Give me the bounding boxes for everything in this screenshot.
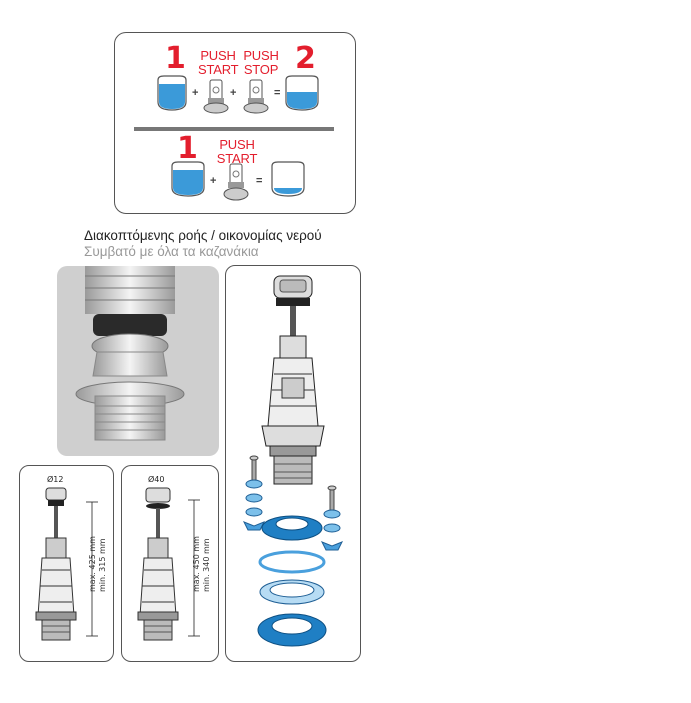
height-dimension-line	[86, 501, 98, 637]
actuator-rod	[290, 306, 296, 346]
exploded-parts-drawing	[242, 275, 344, 647]
full-tank-icon	[157, 75, 187, 111]
equals-operator: =	[274, 87, 280, 99]
mounting-screw-right	[320, 485, 344, 551]
empty-tank-icon	[271, 161, 305, 197]
equals-operator: =	[256, 175, 262, 187]
valve-body	[261, 335, 325, 485]
mounting-screw-left	[242, 455, 266, 531]
valve-drawing-large	[137, 487, 179, 641]
half-tank-icon	[285, 75, 319, 111]
section-divider	[134, 127, 334, 131]
lock-nut	[259, 579, 325, 605]
blue-gasket-top	[261, 515, 323, 541]
min-height-label: min. 315 mm	[98, 538, 107, 592]
compatibility-caption: Συμβατό με όλα τα καζανάκια	[84, 244, 259, 259]
push-button-cap	[273, 275, 313, 306]
feature-caption: Διακοπτόμενης ροής / οικονομίας νερού	[84, 228, 322, 243]
valve-drawing-small	[35, 487, 77, 641]
plus-operator: +	[230, 87, 236, 99]
max-height-label: max. 450 mm	[192, 536, 201, 592]
plus-operator: +	[210, 175, 216, 187]
max-height-label: max. 425 mm	[88, 536, 97, 592]
step-number-one: 1	[177, 131, 198, 166]
step-number-one: 1	[165, 41, 186, 76]
step-number-two: 2	[295, 41, 316, 76]
row1-flush-diagram: + + =	[157, 75, 319, 114]
height-dimension-line	[188, 499, 200, 637]
row2-flush-diagram: + =	[171, 161, 305, 201]
valve-detail-photo	[57, 266, 219, 456]
push-button-icon	[203, 79, 229, 114]
min-height-label: min. 340 mm	[202, 538, 211, 592]
push-button-icon	[243, 79, 269, 114]
full-tank-icon	[171, 161, 205, 197]
plus-operator: +	[192, 87, 198, 99]
blue-gasket-bottom	[257, 613, 327, 647]
push-button-icon	[223, 163, 249, 201]
diameter-label: Ø40	[148, 475, 165, 484]
seal-ring	[258, 550, 326, 574]
diameter-label: Ø12	[47, 475, 64, 484]
valve-closeup-image	[75, 266, 185, 441]
